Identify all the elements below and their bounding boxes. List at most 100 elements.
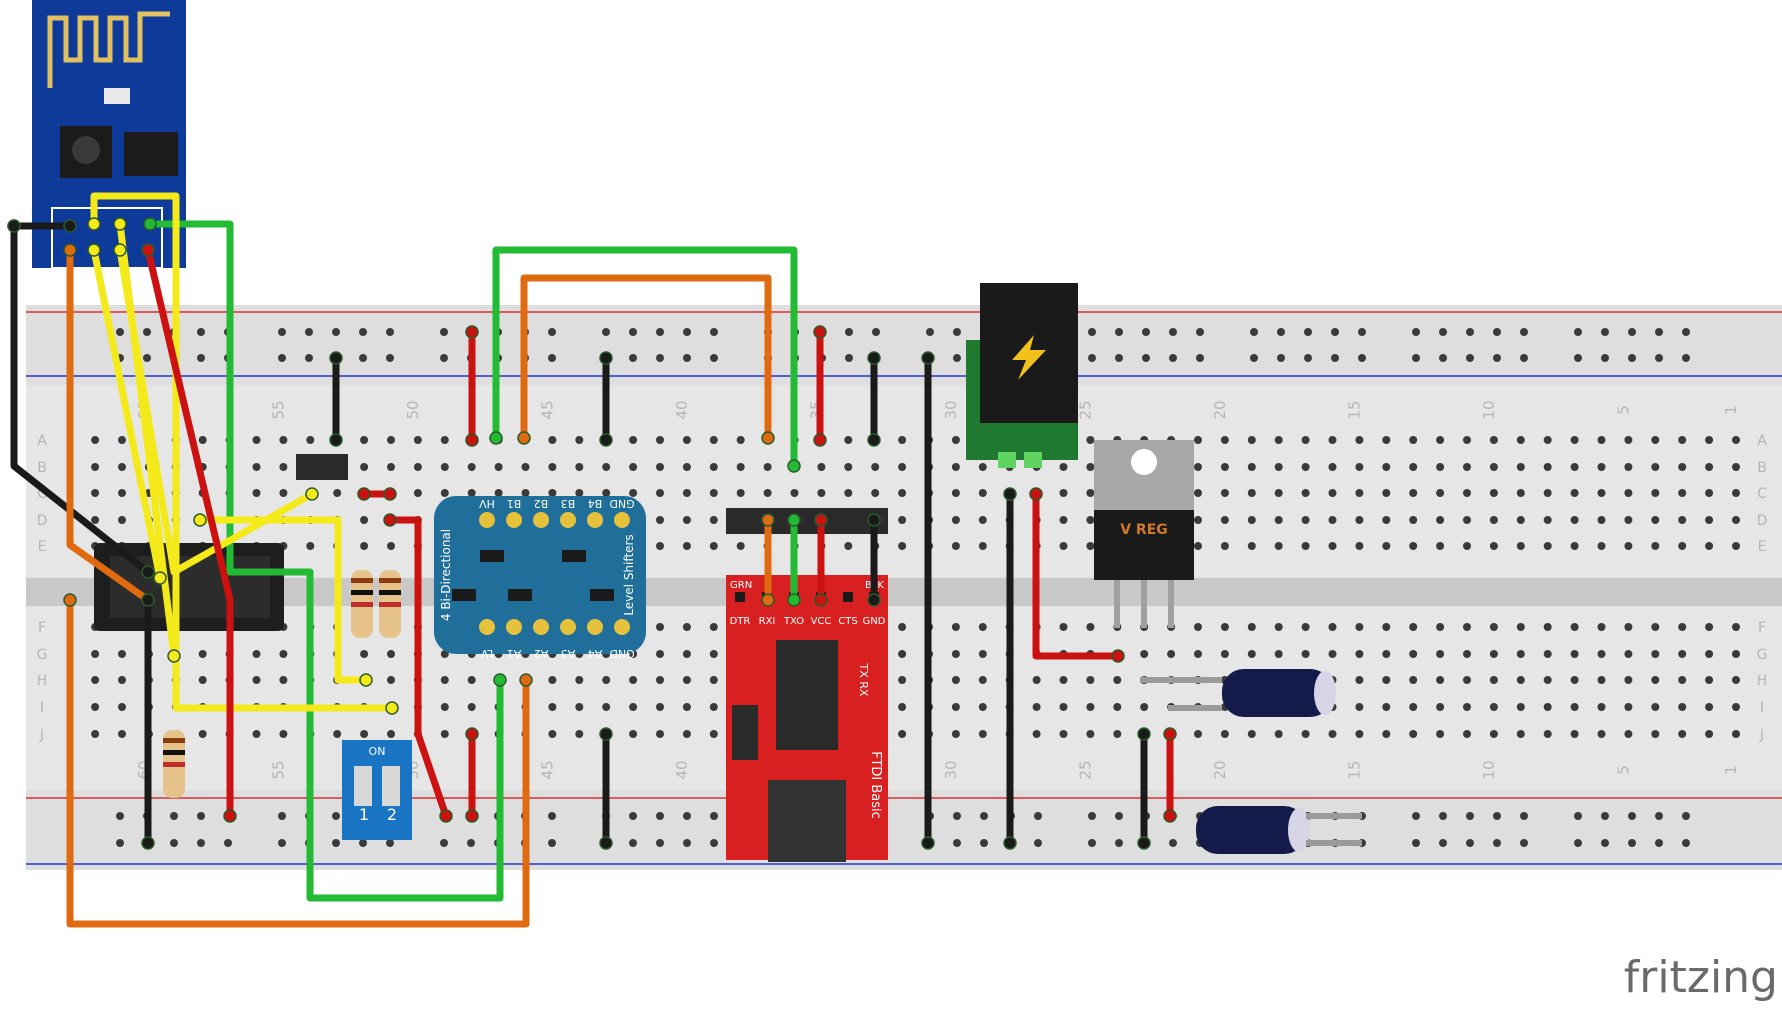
breadboard-hole bbox=[1705, 542, 1714, 550]
rail-hole bbox=[656, 812, 664, 820]
rail-hole bbox=[1088, 354, 1096, 362]
column-number-label: 50 bbox=[404, 400, 422, 419]
column-number-label: 1 bbox=[1722, 405, 1740, 415]
row-letter-label: G bbox=[37, 647, 48, 663]
breadboard-hole bbox=[1328, 516, 1337, 524]
breadboard-hole bbox=[1570, 436, 1579, 444]
breadboard-hole bbox=[1059, 623, 1068, 631]
breadboard-hole bbox=[1059, 463, 1068, 471]
breadboard-hole bbox=[709, 650, 718, 658]
wires bbox=[7, 192, 1177, 928]
breadboard-hole bbox=[1705, 650, 1714, 658]
level-shifter-bottom-pin-label: LV bbox=[480, 647, 493, 660]
breadboard-hole bbox=[1274, 463, 1283, 471]
breadboard-hole bbox=[898, 703, 907, 711]
breadboard-hole bbox=[682, 542, 691, 550]
breadboard-hole bbox=[1597, 516, 1606, 524]
breadboard-hole bbox=[709, 463, 718, 471]
rail-hole bbox=[1601, 812, 1609, 820]
breadboard-hole bbox=[1194, 542, 1202, 550]
breadboard-hole bbox=[1247, 730, 1256, 738]
breadboard-hole bbox=[118, 650, 126, 658]
wire-endpoint bbox=[141, 243, 155, 257]
breadboard-hole bbox=[629, 703, 638, 711]
breadboard-hole bbox=[1301, 730, 1310, 738]
breadboard-hole bbox=[1489, 703, 1498, 711]
breadboard-hole bbox=[1032, 703, 1041, 711]
rail-hole bbox=[116, 328, 124, 336]
esp-flash-chip bbox=[124, 132, 178, 176]
resistor-band bbox=[163, 738, 185, 743]
breadboard-hole bbox=[1059, 542, 1068, 550]
rail-hole bbox=[548, 354, 556, 362]
rail-hole bbox=[1628, 354, 1636, 362]
breadboard-hole bbox=[1489, 489, 1498, 497]
rail-hole bbox=[1466, 812, 1474, 820]
level-shifter-top-pin-label: B3 bbox=[561, 497, 576, 510]
breadboard-hole bbox=[1624, 516, 1633, 524]
breadboard-hole bbox=[198, 436, 207, 444]
breadboard-hole bbox=[951, 542, 960, 550]
breadboard-hole bbox=[1516, 436, 1525, 444]
breadboard-hole bbox=[1194, 489, 1202, 497]
breadboard-hole bbox=[1409, 436, 1418, 444]
breadboard-hole bbox=[1220, 650, 1229, 658]
rail-hole bbox=[656, 354, 664, 362]
breadboard-hole bbox=[1086, 676, 1095, 684]
breadboard-hole bbox=[1489, 623, 1498, 631]
breadboard-hole bbox=[951, 730, 960, 738]
breadboard-hole bbox=[1436, 623, 1445, 631]
wire-endpoint bbox=[141, 565, 155, 579]
breadboard-hole bbox=[1678, 703, 1687, 711]
breadboard-hole bbox=[1651, 463, 1660, 471]
breadboard-hole bbox=[709, 703, 718, 711]
wire-endpoint bbox=[359, 673, 373, 687]
breadboard-hole bbox=[1274, 542, 1283, 550]
rail-hole bbox=[656, 839, 664, 847]
rail-hole bbox=[440, 839, 448, 847]
level-shifter-top-pin-label: B1 bbox=[507, 497, 522, 510]
ftdi-pin-label: CTS bbox=[838, 616, 857, 627]
breadboard-hole bbox=[1436, 436, 1445, 444]
wire-endpoint bbox=[599, 351, 613, 365]
breadboard-hole bbox=[467, 676, 476, 684]
breadboard-hole bbox=[494, 463, 503, 471]
breadboard-hole bbox=[279, 436, 288, 444]
rail-hole bbox=[953, 354, 961, 362]
breadboard-hole bbox=[575, 676, 584, 684]
ftdi-pin bbox=[843, 592, 853, 602]
wire-endpoint bbox=[357, 487, 371, 501]
breadboard-hole bbox=[1301, 436, 1310, 444]
breadboard-hole bbox=[1543, 676, 1552, 684]
fritzing-watermark: fritzing bbox=[1624, 952, 1778, 1003]
rail-hole bbox=[1520, 328, 1528, 336]
breadboard-hole bbox=[656, 650, 664, 658]
breadboard-hole bbox=[387, 730, 395, 738]
rail-hole bbox=[1601, 354, 1609, 362]
breadboard-hole bbox=[709, 676, 718, 684]
ftdi-side-label: FTDI Basic bbox=[868, 751, 883, 819]
rail-hole bbox=[1034, 812, 1042, 820]
esp-antenna-trace bbox=[47, 11, 170, 88]
rail-hole bbox=[359, 354, 367, 362]
wire-endpoint bbox=[1137, 836, 1151, 850]
breadboard-hole bbox=[1732, 676, 1740, 684]
breadboard-hole bbox=[252, 730, 261, 738]
breadboard-hole bbox=[1597, 676, 1606, 684]
rail-hole bbox=[980, 812, 988, 820]
breadboard-hole bbox=[1705, 676, 1714, 684]
wire-endpoint bbox=[1111, 649, 1125, 663]
rail-hole bbox=[197, 354, 205, 362]
breadboard-hole bbox=[682, 730, 691, 738]
dip-switch-toggle-2 bbox=[382, 766, 400, 806]
breadboard-hole bbox=[1436, 542, 1445, 550]
ftdi-pin bbox=[735, 592, 745, 602]
row-letter-label: C bbox=[37, 486, 47, 502]
breadboard-hole bbox=[1489, 676, 1498, 684]
wire-endpoint bbox=[113, 217, 127, 231]
breadboard-hole bbox=[1436, 489, 1445, 497]
breadboard-hole bbox=[1463, 542, 1471, 550]
breadboard-hole bbox=[763, 489, 772, 497]
breadboard-hole bbox=[898, 463, 907, 471]
breadboard-hole bbox=[333, 730, 342, 738]
